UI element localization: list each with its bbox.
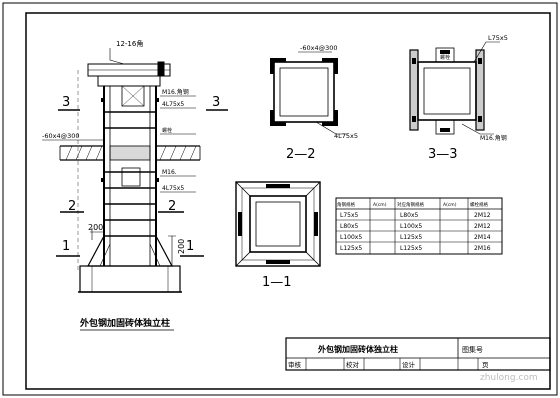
s33-bolt-label: M16.角钢 — [480, 134, 507, 142]
title-block — [285, 337, 551, 371]
batten-label: -60x4@300 — [42, 132, 80, 140]
section-mark-3-left: 3 — [62, 95, 70, 110]
s33-angle-label: L75x5 — [488, 34, 508, 42]
table-cell: L100x5 — [340, 234, 362, 241]
bolt-label-2: M16. — [162, 169, 177, 176]
title-block-page: 页 — [482, 361, 489, 369]
table-cell: 2M16 — [474, 245, 491, 252]
s22-angle-label: 4L75x5 — [334, 132, 358, 140]
top-bolt — [157, 61, 165, 77]
top-plate-label: 12-16角 — [116, 39, 143, 48]
table-cell: L125x5 — [400, 234, 422, 241]
table-header-4: A(cm) — [443, 202, 457, 208]
s33-label: 螺栓 — [440, 54, 450, 61]
table-header-2: A(cm) — [373, 202, 387, 208]
s11-title: 1—1 — [262, 275, 292, 290]
table-header-3: 对应角钢规格 — [397, 201, 424, 208]
watermark: zhulong.com — [480, 373, 538, 383]
spec-table — [335, 197, 503, 255]
section-3-3 — [409, 41, 500, 135]
bolt-label: M16.角钢 — [162, 88, 189, 96]
section-2-2 — [270, 51, 348, 135]
dim-200-vertical: 200 — [177, 239, 186, 254]
section-mark-2-left: 2 — [68, 199, 76, 214]
cap-label: 螺栓 — [162, 127, 172, 134]
title-block-drawing-no: 图集号 — [462, 345, 483, 354]
angle-label-2: 4L75x5 — [162, 185, 184, 192]
column-elevation — [42, 48, 228, 293]
title-block-title: 外包钢加固砖体独立柱 — [318, 344, 398, 354]
angle-label: 4L75x5 — [162, 101, 184, 108]
table-cell: 2M12 — [474, 223, 491, 230]
table-header-1: 角钢规格 — [337, 201, 355, 208]
section-1-1 — [235, 181, 321, 267]
table-cell: L125x5 — [400, 245, 422, 252]
table-cell: 2M12 — [474, 212, 491, 219]
table-cell: L125x5 — [340, 245, 362, 252]
title-block-design: 设计 — [402, 360, 416, 369]
column-caption: 外包钢加固砖体独立柱 — [79, 317, 170, 329]
section-mark-2-right: 2 — [168, 199, 176, 214]
table-cell: L75x5 — [340, 212, 359, 219]
section-mark-1-left: 1 — [62, 239, 70, 254]
s22-title: 2—2 — [286, 147, 316, 162]
table-header-5: 螺栓规格 — [470, 201, 488, 208]
section-mark-1-right: 1 — [186, 239, 194, 254]
table-cell: L80x5 — [400, 212, 419, 219]
dim-200-horizontal: 200 — [88, 223, 103, 232]
s22-batten-label: -60x4@300 — [300, 44, 338, 52]
title-block-review: 审核 — [288, 360, 302, 369]
table-cell: L100x5 — [400, 223, 422, 230]
table-cell: L80x5 — [340, 223, 359, 230]
s33-title: 3—3 — [428, 147, 458, 162]
inner-border — [25, 12, 551, 390]
table-cell: 2M14 — [474, 234, 491, 241]
section-mark-3-right: 3 — [212, 95, 220, 110]
title-block-check: 校对 — [346, 360, 360, 369]
